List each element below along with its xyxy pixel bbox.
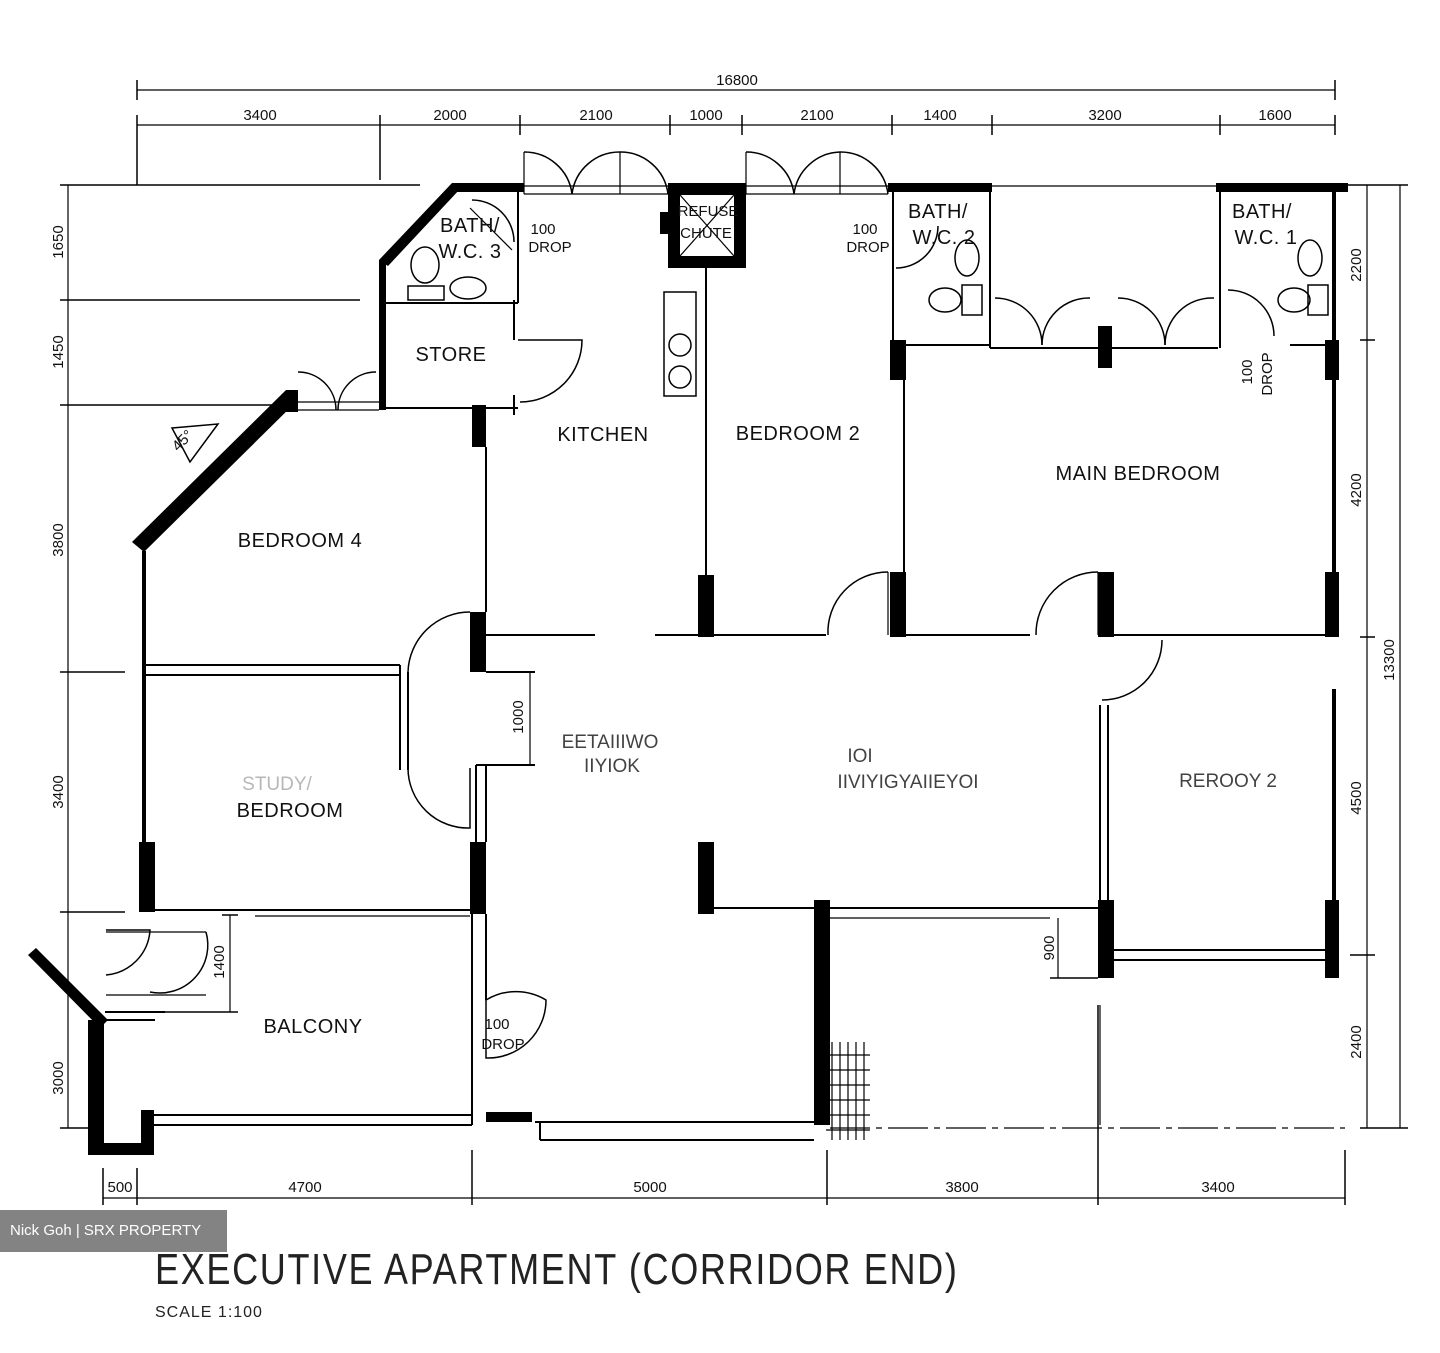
dim-left-5: 3000 (50, 1061, 67, 1094)
dim-top-8: 1600 (1258, 107, 1291, 124)
study-label-2: BEDROOM (237, 800, 344, 822)
dim-left-4: 3400 (50, 775, 67, 808)
bath2-drop-value: 100 (852, 221, 877, 238)
bath1-label-1: BATH/ (1232, 201, 1292, 223)
dining-label-1: EETAIIIWO (562, 732, 659, 753)
dim-top-4: 1000 (689, 107, 722, 124)
dim-left-2: 1450 (50, 335, 67, 368)
room-labels: BATH/ W.C. 3 100 DROP REFUSE CHUTE 100 D… (237, 201, 1297, 1053)
toilet-icon (410, 246, 440, 284)
living-label-1: IOI (847, 746, 872, 767)
balcony-drop-value: 100 (484, 1016, 509, 1033)
exterior-walls (28, 183, 1348, 1155)
plan-scale: SCALE 1:100 (155, 1304, 263, 1321)
dim-bottom-5: 3400 (1201, 1179, 1234, 1196)
basin-icon (928, 287, 962, 313)
dim-top-2: 2000 (433, 107, 466, 124)
bath3-drop-value: 100 (530, 221, 555, 238)
dim-right-4: 2400 (1348, 1025, 1365, 1058)
interior-walls (105, 192, 1345, 1141)
store-label: STORE (415, 344, 486, 366)
dim-top-7: 3200 (1088, 107, 1121, 124)
dim-right-3: 4500 (1348, 781, 1365, 814)
bath3-label-2: W.C. 3 (438, 241, 501, 263)
dim-bottom-3: 5000 (633, 1179, 666, 1196)
bath2-label-1: BATH/ (908, 201, 968, 223)
balcony-label: BALCONY (263, 1016, 362, 1038)
dim-left-1: 1650 (50, 225, 67, 258)
dim-bottom-4: 3800 (945, 1179, 978, 1196)
main-bedroom-label: MAIN BEDROOM (1056, 463, 1221, 485)
bottom-dimensions: 500 4700 5000 3800 3400 (102, 1005, 1346, 1205)
dim-right-1: 2200 (1348, 248, 1365, 281)
dim-top-3: 2100 (579, 107, 612, 124)
plan-title: EXECUTIVE APARTMENT (CORRIDOR END) (155, 1245, 959, 1294)
angle-marker-icon (170, 423, 220, 464)
refuse-label-2: CHUTE (680, 225, 732, 242)
left-dimensions: 1650 1450 3800 3400 3000 1400 (50, 184, 420, 1129)
toilet-icon (954, 239, 980, 277)
dim-right-2: 4200 (1348, 473, 1365, 506)
bedroom2-label: BEDROOM 2 (736, 423, 861, 445)
top-windows (297, 151, 1216, 411)
top-dimensions: 16800 3400 2000 2100 1000 2100 1400 3200… (136, 72, 1336, 185)
sink-icon (663, 291, 697, 397)
doors (105, 199, 1275, 1059)
bath1-label-2: W.C. 1 (1234, 227, 1297, 249)
basin-icon (1277, 287, 1311, 313)
living-label-2: IIVIYIGYAIIEYOI (837, 772, 978, 793)
interior-dim-900: 900 (1041, 935, 1058, 960)
dining-label-2: IIYIOK (584, 756, 640, 777)
dim-overall-right: 13300 (1381, 639, 1398, 681)
watermark-badge: Nick Goh | SRX PROPERTY (0, 1210, 227, 1252)
dim-balcony-height: 1400 (211, 945, 228, 978)
fixtures: 45° (169, 194, 1329, 464)
dim-bottom-1: 500 (107, 1179, 132, 1196)
bath3-drop-label: DROP (528, 239, 571, 256)
bath2-label-2: W.C. 2 (912, 227, 975, 249)
dim-top-6: 1400 (923, 107, 956, 124)
refuse-label-1: REFUSE (678, 203, 739, 220)
bedroom3-label: REROOY 2 (1179, 771, 1277, 792)
bath2-drop-label: DROP (846, 239, 889, 256)
toilet-icon (1297, 239, 1323, 277)
dim-top-5: 2100 (800, 107, 833, 124)
interior-dim-1000: 1000 (510, 700, 527, 733)
dim-bottom-2: 4700 (288, 1179, 321, 1196)
right-dimensions: 2200 4200 4500 2400 13300 (1345, 184, 1408, 1129)
dim-overall-top: 16800 (716, 72, 758, 89)
dim-top-1: 3400 (243, 107, 276, 124)
basin-icon (449, 276, 487, 300)
bath1-drop-value: 100 (1239, 359, 1256, 384)
kitchen-label: KITCHEN (557, 424, 648, 446)
bedroom4-label: BEDROOM 4 (238, 530, 363, 552)
study-label-1: STUDY/ (242, 774, 312, 795)
bath1-drop-label: DROP (1259, 352, 1276, 395)
balcony-drop-label: DROP (481, 1036, 524, 1053)
bath3-label-1: BATH/ (440, 215, 500, 237)
dim-left-3: 3800 (50, 523, 67, 556)
planter-hatch (826, 1042, 870, 1140)
